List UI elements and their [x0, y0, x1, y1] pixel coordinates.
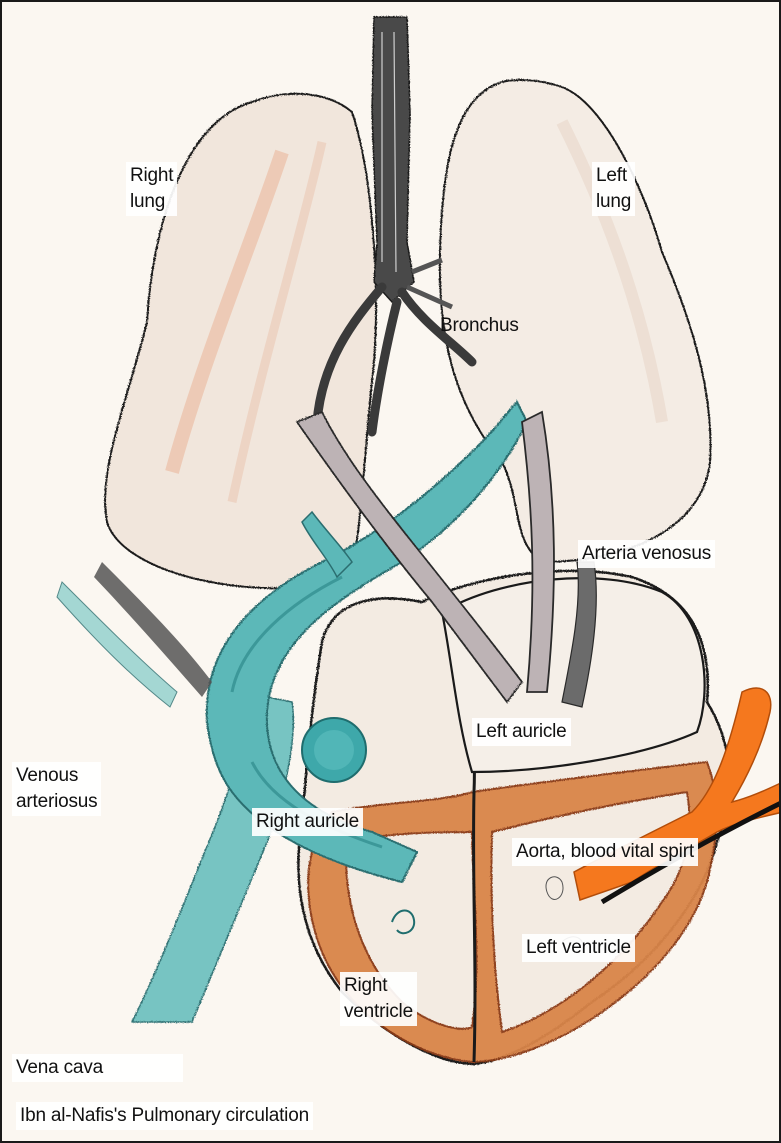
label-right-ventricle: Right ventricle — [340, 972, 417, 1026]
label-venous-arteriosus: Venous arteriosus — [12, 762, 101, 816]
label-vena-cava: Vena cava — [12, 1054, 183, 1082]
diagram-caption: Ibn al-Nafis's Pulmonary circulation — [16, 1102, 313, 1130]
label-aorta: Aorta, blood vital spirt — [512, 838, 698, 866]
label-right-lung: Right lung — [126, 162, 177, 216]
label-left-lung: Left lung — [592, 162, 635, 216]
label-left-auricle: Left auricle — [472, 718, 571, 746]
label-right-auricle: Right auricle — [252, 808, 363, 836]
label-bronchus: Bronchus — [436, 312, 523, 340]
trachea — [372, 17, 414, 302]
label-arteria-venosus: Arteria venosus — [578, 540, 715, 568]
label-left-ventricle: Left ventricle — [522, 934, 635, 962]
